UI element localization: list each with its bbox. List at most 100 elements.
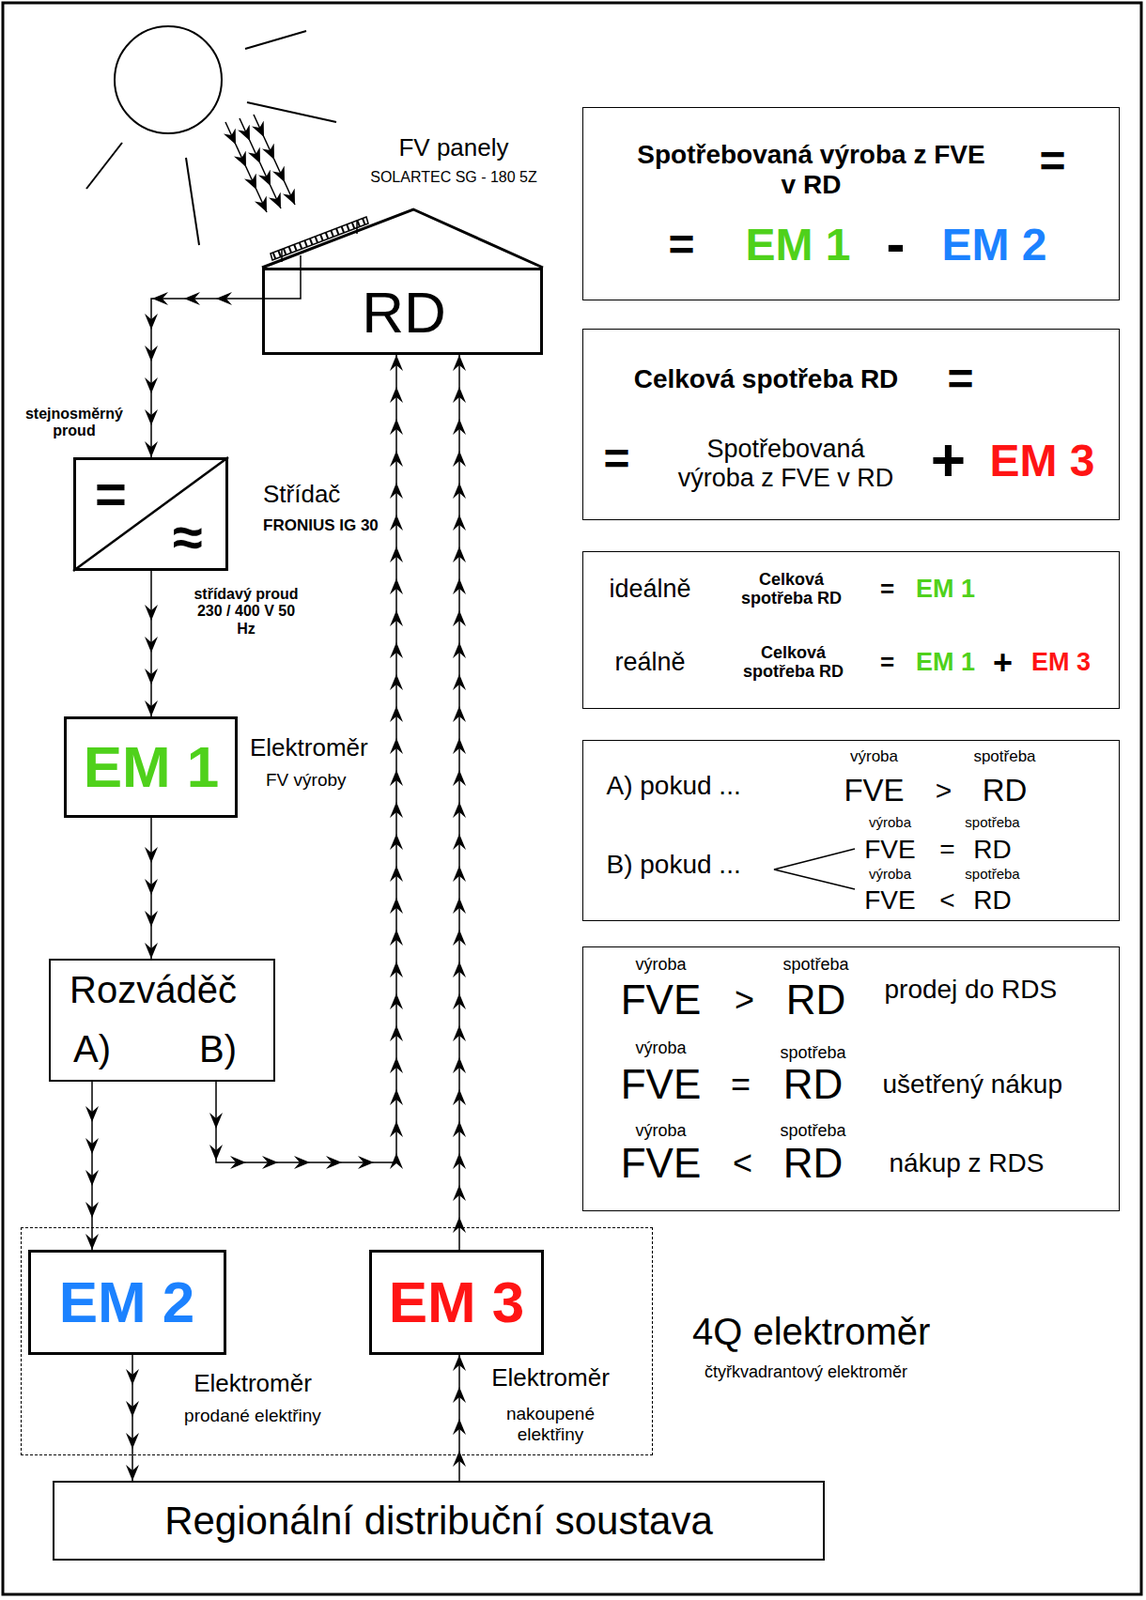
box-title: EM 2 (59, 1269, 196, 1336)
box-text: > (734, 980, 755, 1020)
arrow-head (209, 1113, 223, 1130)
condition-box: A) pokud ...výrobaFVE>spotřebaRDB) pokud… (582, 740, 1120, 922)
box-title: Spotřebovaná výroba z FVE v RD (632, 139, 992, 200)
box-title: výroba (634, 954, 686, 975)
arrow-head (144, 345, 158, 362)
arrow-head (389, 387, 403, 403)
arrow-head (389, 961, 403, 978)
box-text: FVE (864, 884, 915, 915)
box-text: ≈ (172, 506, 203, 570)
box-text: FVE (864, 834, 915, 865)
box-text: < (732, 1144, 753, 1183)
box-text: RD (973, 884, 1011, 915)
box-title: ideálně (609, 574, 692, 604)
box-text: > (935, 774, 953, 807)
box-text: prodané elektřiny (184, 1406, 322, 1427)
bracket (774, 849, 855, 890)
box-text: = (667, 218, 695, 271)
arrow-head (389, 610, 403, 627)
power-flow (144, 818, 158, 960)
box-title: Rozváděč (69, 968, 237, 1012)
arrow-head (452, 898, 466, 914)
box-text: nákup z RDS (889, 1147, 1045, 1178)
arrow-head (452, 834, 466, 851)
box-title: EM 3 (388, 1269, 526, 1336)
box-text: FV výroby (265, 770, 347, 791)
box-title: A) pokud ... (606, 770, 742, 801)
box-text: spotřeba (964, 866, 1020, 883)
power-flow (209, 355, 403, 1170)
grid-box: Regionální distribuční soustava (52, 1481, 825, 1562)
arrow-head (452, 642, 466, 659)
box-text: Elektroměr (249, 734, 369, 763)
arrow-head (452, 1419, 466, 1436)
arrow-head (452, 1185, 466, 1202)
box-text: EM 2 (941, 218, 1047, 271)
box-text: Spotřebovaná výroba z FVE v RD (670, 433, 901, 493)
box-text: výroba (850, 747, 899, 767)
box-title: Celková spotřeba RD (634, 363, 899, 394)
box-text: EM 3 (989, 434, 1095, 487)
arrow-head (230, 1156, 247, 1170)
box-text: spotřeba (779, 1042, 846, 1063)
box-text: = (880, 649, 895, 678)
arrow-head (262, 1156, 279, 1170)
arrow-head (144, 377, 158, 394)
box-text: nakoupené elektřiny (498, 1404, 603, 1446)
arrow-head (452, 866, 466, 883)
house-box: RD (262, 267, 543, 356)
arrow-head (452, 387, 466, 403)
box-text: FVE (620, 1060, 702, 1109)
arrow-head (452, 706, 466, 723)
box-text: FRONIUS IG 30 (263, 516, 379, 536)
arrow-head (144, 636, 158, 653)
arrow-head (85, 1234, 99, 1251)
box-title: = (94, 463, 127, 527)
arrow-head (452, 610, 466, 627)
arrow-head (389, 642, 403, 659)
arrow-head (216, 292, 233, 306)
box-text: EM 1 (915, 574, 976, 604)
arrow-head (85, 1202, 99, 1219)
arrow-head (452, 418, 466, 435)
box-text: prodej do RDS (884, 974, 1058, 1005)
power-flow (452, 355, 466, 1251)
box-text: čtyřkvadrantový elektroměr (704, 1362, 908, 1383)
wire-label: střídavý proud 230 / 400 V 50 Hz (190, 586, 302, 638)
box-title: EM 1 (83, 733, 220, 801)
part-label: SOLARTEC SG - 180 5Z (370, 169, 538, 186)
arrow-head (125, 1465, 140, 1482)
box-text: + (992, 643, 1013, 682)
arrow-head (389, 1057, 403, 1074)
arrow-head (452, 1057, 466, 1074)
arrow-head (389, 450, 403, 467)
arrow-head (389, 418, 403, 435)
arrow-head (389, 866, 403, 883)
wire-label: stejnosměrný proud (18, 405, 130, 441)
box-title: 4Q elektroměr (692, 1310, 930, 1354)
power-flow (85, 1082, 99, 1251)
sun (86, 26, 337, 246)
box-text: A) (73, 1027, 111, 1071)
power-flow (452, 1355, 466, 1482)
box-text: FVE (843, 773, 904, 809)
arrow-head (452, 1387, 466, 1404)
box-text: = (730, 1065, 751, 1104)
box-text: = (1038, 135, 1066, 187)
dc-wire (262, 255, 301, 299)
box-text: Elektroměr (193, 1370, 312, 1399)
arrow-head (452, 1217, 466, 1234)
arrow-head (452, 1153, 466, 1170)
arrow-head (389, 898, 403, 914)
formula-box: Celková spotřeba RD==Spotřebovaná výroba… (582, 328, 1120, 521)
box-text: spotřeba (782, 954, 849, 975)
box-text: - (886, 210, 906, 276)
box-text: Elektroměr (491, 1364, 610, 1394)
arrow-head (452, 578, 466, 595)
arrow-head (389, 993, 403, 1010)
arrow-head (144, 847, 158, 864)
box-text: = (946, 353, 974, 405)
arrow-head (452, 993, 466, 1010)
arrow-head (452, 1089, 466, 1106)
arrow-head (294, 1156, 310, 1170)
